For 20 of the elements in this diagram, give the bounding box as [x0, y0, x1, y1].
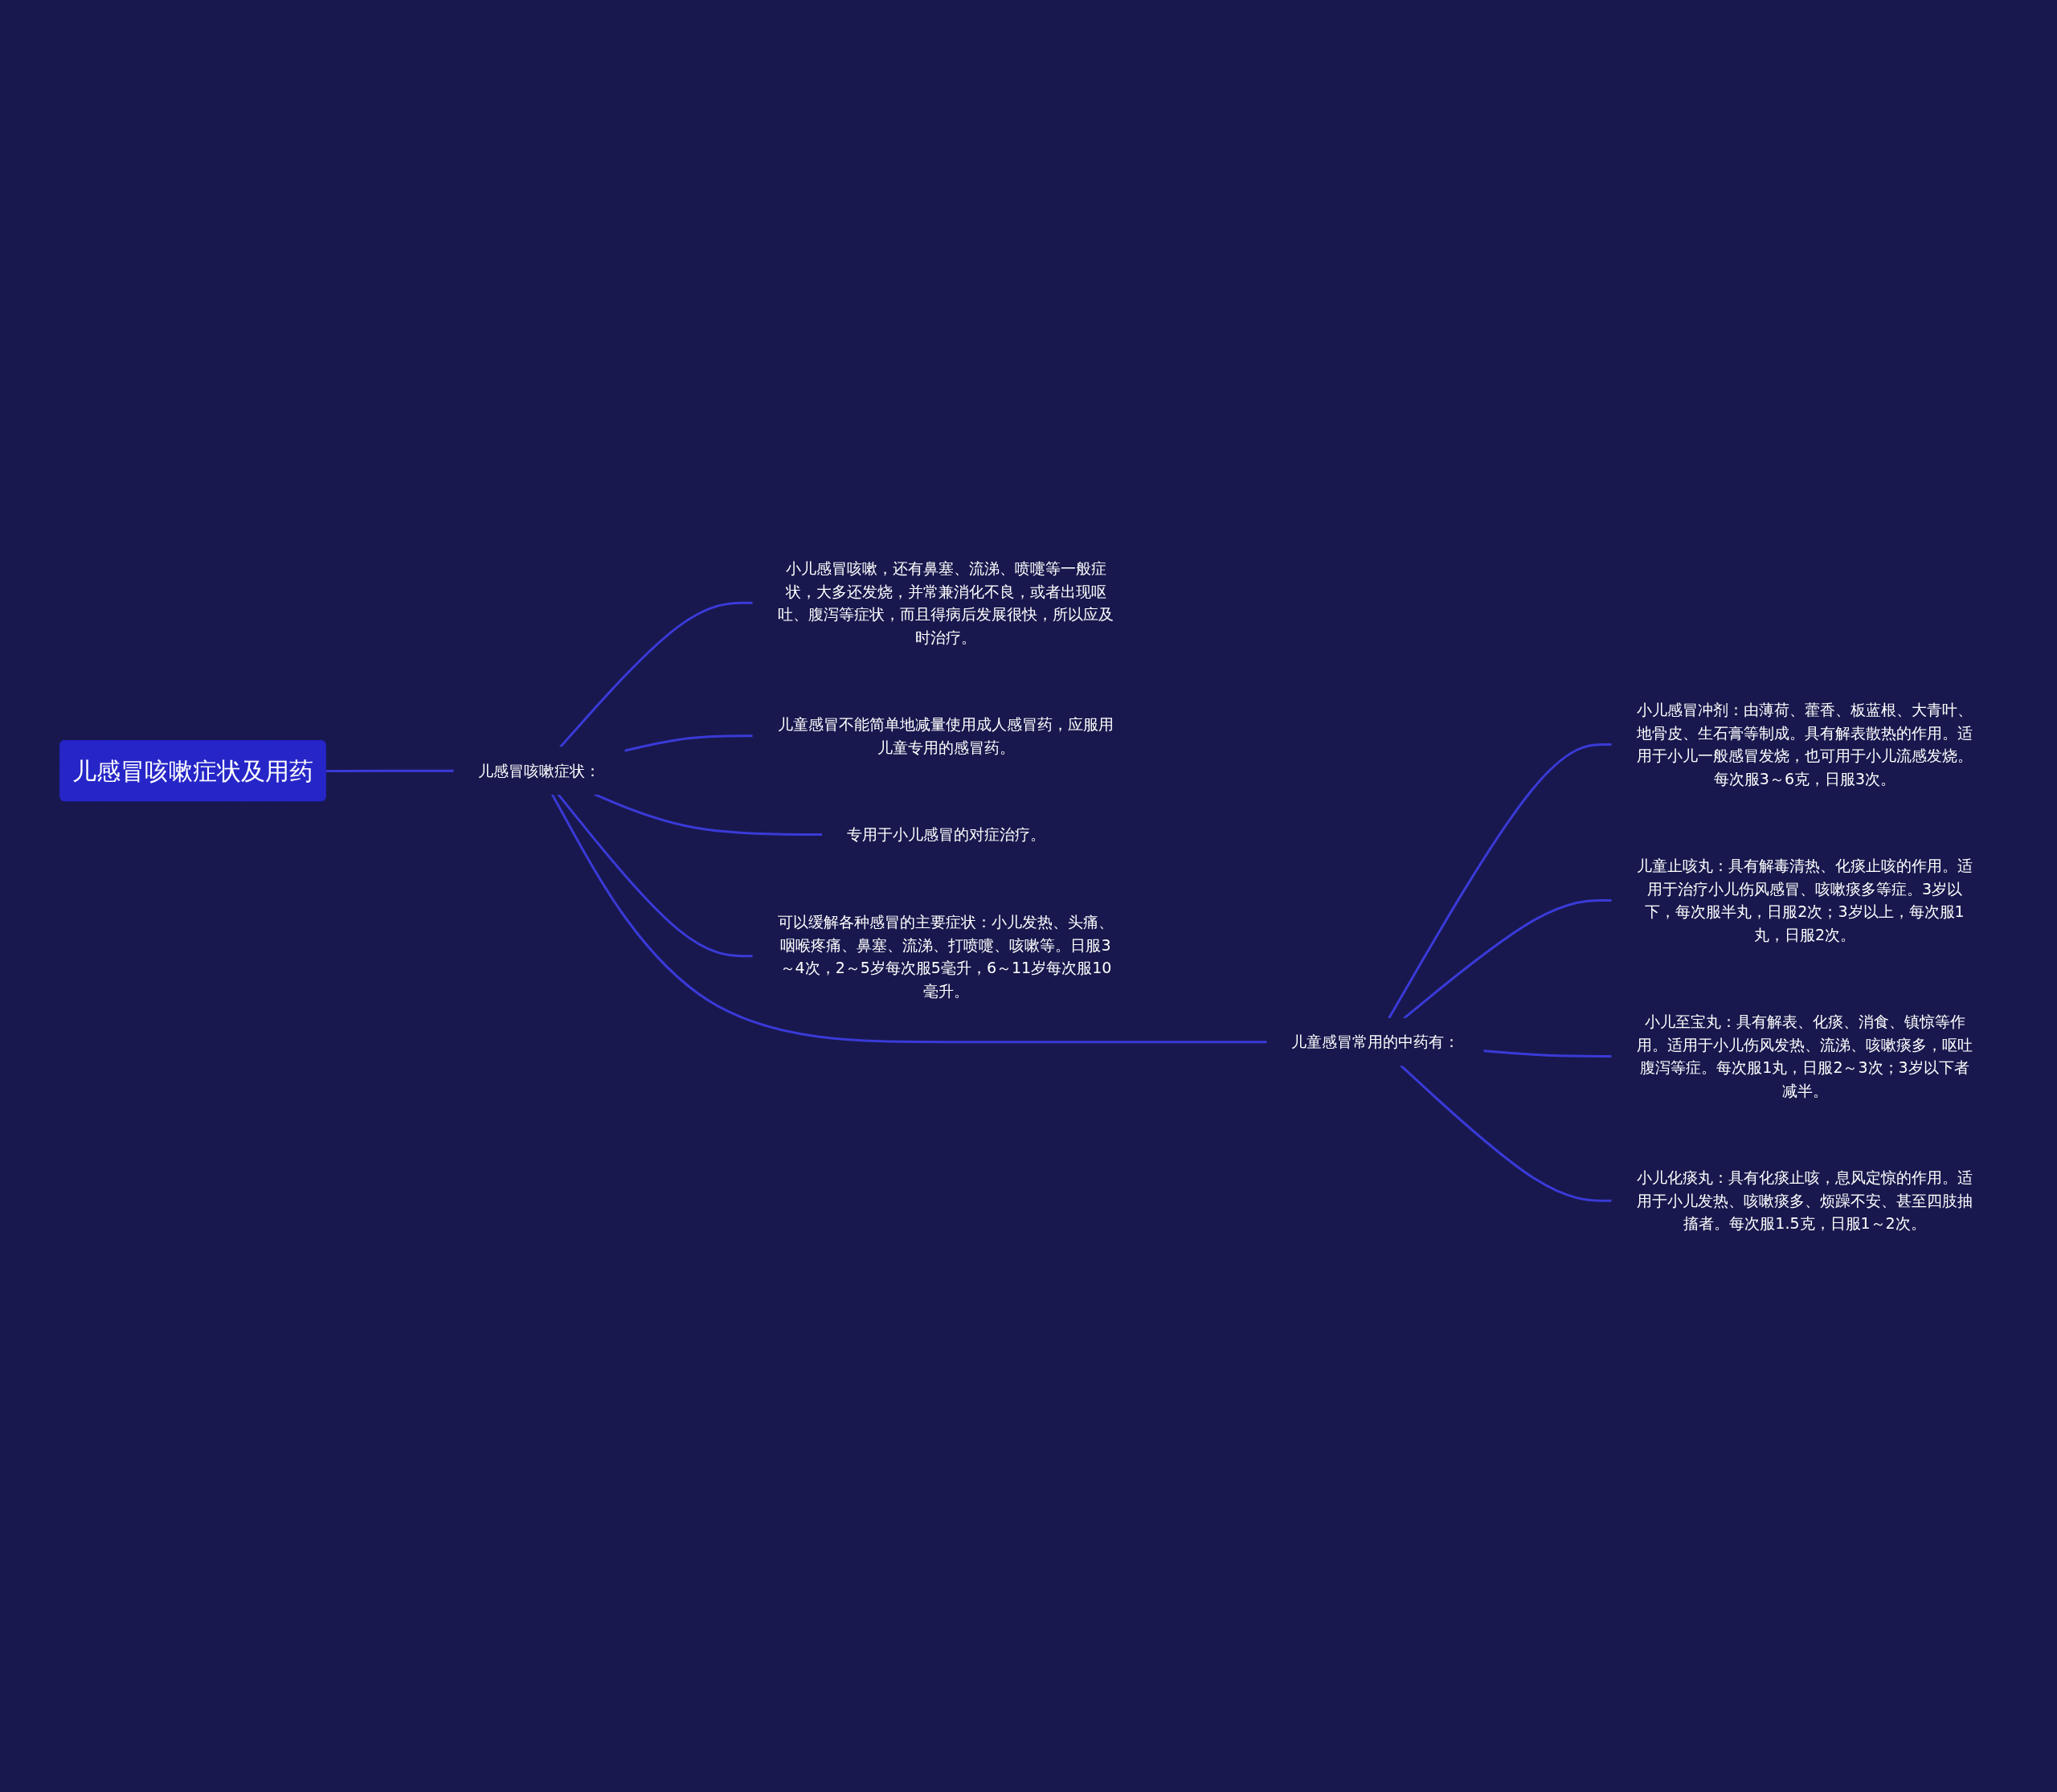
connector: [1402, 898, 1612, 1020]
node-text: 儿感冒咳嗽症状：: [477, 761, 600, 779]
connector: [1482, 1049, 1612, 1058]
node-text: 儿童感冒常用的中药有：: [1290, 1033, 1459, 1051]
node-text: 可以缓解各种感冒的主要症状：小儿发热、头痛、咽喉疼痛、鼻塞、流涕、打喷嚏、咳嗽等。日服3～4次，2～5岁每次服5毫升，6～11岁每次服10毫升。: [777, 912, 1114, 1000]
node-text: 小儿感冒咳嗽，还有鼻塞、流涕、喷嚏等一般症状，大多还发烧，并常兼消化不良，或者出现呕吐、腹泻等症状，而且得病后发展很快，所以应及时治疗。: [777, 559, 1114, 646]
connector: [624, 734, 753, 752]
node-text: 儿童感冒不能简单地减量使用成人感冒药，应服用儿童专用的感冒药。: [777, 715, 1114, 756]
connector: [325, 769, 454, 773]
connector: [1387, 743, 1612, 1020]
node-text: 专用于小儿感冒的对症治疗。: [846, 825, 1045, 844]
connector: [593, 793, 822, 836]
node-text: 小儿化痰丸：具有化痰止咳，息风定惊的作用。适用于小儿发热、咳嗽痰多、烦躁不安、甚至四肢抽搐者。每次服1.5克，日服1～2次。: [1636, 1168, 1973, 1233]
connector: [1399, 1064, 1612, 1202]
connector: [556, 793, 753, 958]
node-text: 小儿感冒冲剂：由薄荷、藿香、板蓝根、大青叶、地骨皮、生石膏等制成。具有解表散热的作用。适用于小儿一般感冒发烧，也可用于小儿流感发烧。每次服3～6克，日服3次。: [1636, 701, 1973, 788]
node-text: 小儿至宝丸：具有解表、化痰、消食、镇惊等作用。适用于小儿伤风发热、流涕、咳嗽痰多，呕吐腹泻等症。每次服1丸，日服2～3次；3岁以下者减半。: [1636, 1013, 1973, 1099]
connector: [558, 601, 753, 748]
node-text: 儿童止咳丸：具有解毒清热、化痰止咳的作用。适用于治疗小儿伤风感冒、咳嗽痰多等症。3岁以下，每次服半丸，日服2次；3岁以上，每次服1丸，日服2次。: [1636, 857, 1973, 943]
connector: [550, 793, 1267, 1044]
